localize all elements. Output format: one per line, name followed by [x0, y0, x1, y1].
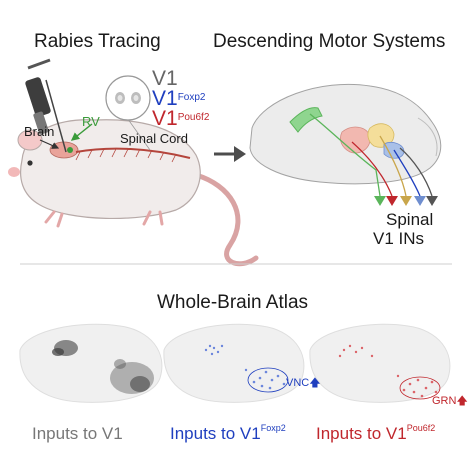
caption-pou6f2: Inputs to V1Pou6f2 [316, 423, 436, 443]
spinal-label: Spinal [386, 210, 434, 229]
vnc-tag: VNC🡅 [286, 377, 321, 389]
v1-label: V1 [152, 67, 178, 90]
spinal-cord-label: Spinal Cord [120, 131, 188, 146]
syringe-icon [25, 58, 67, 153]
mouse-illustration [8, 119, 259, 267]
grn-tag: GRN🡅 [432, 395, 468, 407]
caption-v1: Inputs to V1 [32, 424, 123, 443]
atlas-brain-foxp2 [163, 323, 305, 403]
atlas-brain-pou6f2 [309, 323, 451, 403]
sagittal-brain [249, 83, 442, 206]
v1-ins-label: V1 INs [373, 229, 425, 248]
descending-motor-title: Descending Motor Systems [213, 31, 446, 52]
spinal-cord-inset [105, 75, 151, 151]
right-arrow-icon [214, 146, 246, 162]
rabies-tracing-title: Rabies Tracing [34, 31, 161, 52]
v1-pou6f2-label: V1Pou6f2 [152, 107, 210, 130]
brain-label: Brain [24, 124, 55, 139]
atlas-brain-v1 [19, 323, 163, 403]
caption-foxp2: Inputs to V1Foxp2 [170, 423, 286, 443]
v1-foxp2-label: V1Foxp2 [152, 87, 206, 110]
rv-label: RV [82, 114, 100, 129]
atlas-title: Whole-Brain Atlas [157, 292, 309, 313]
